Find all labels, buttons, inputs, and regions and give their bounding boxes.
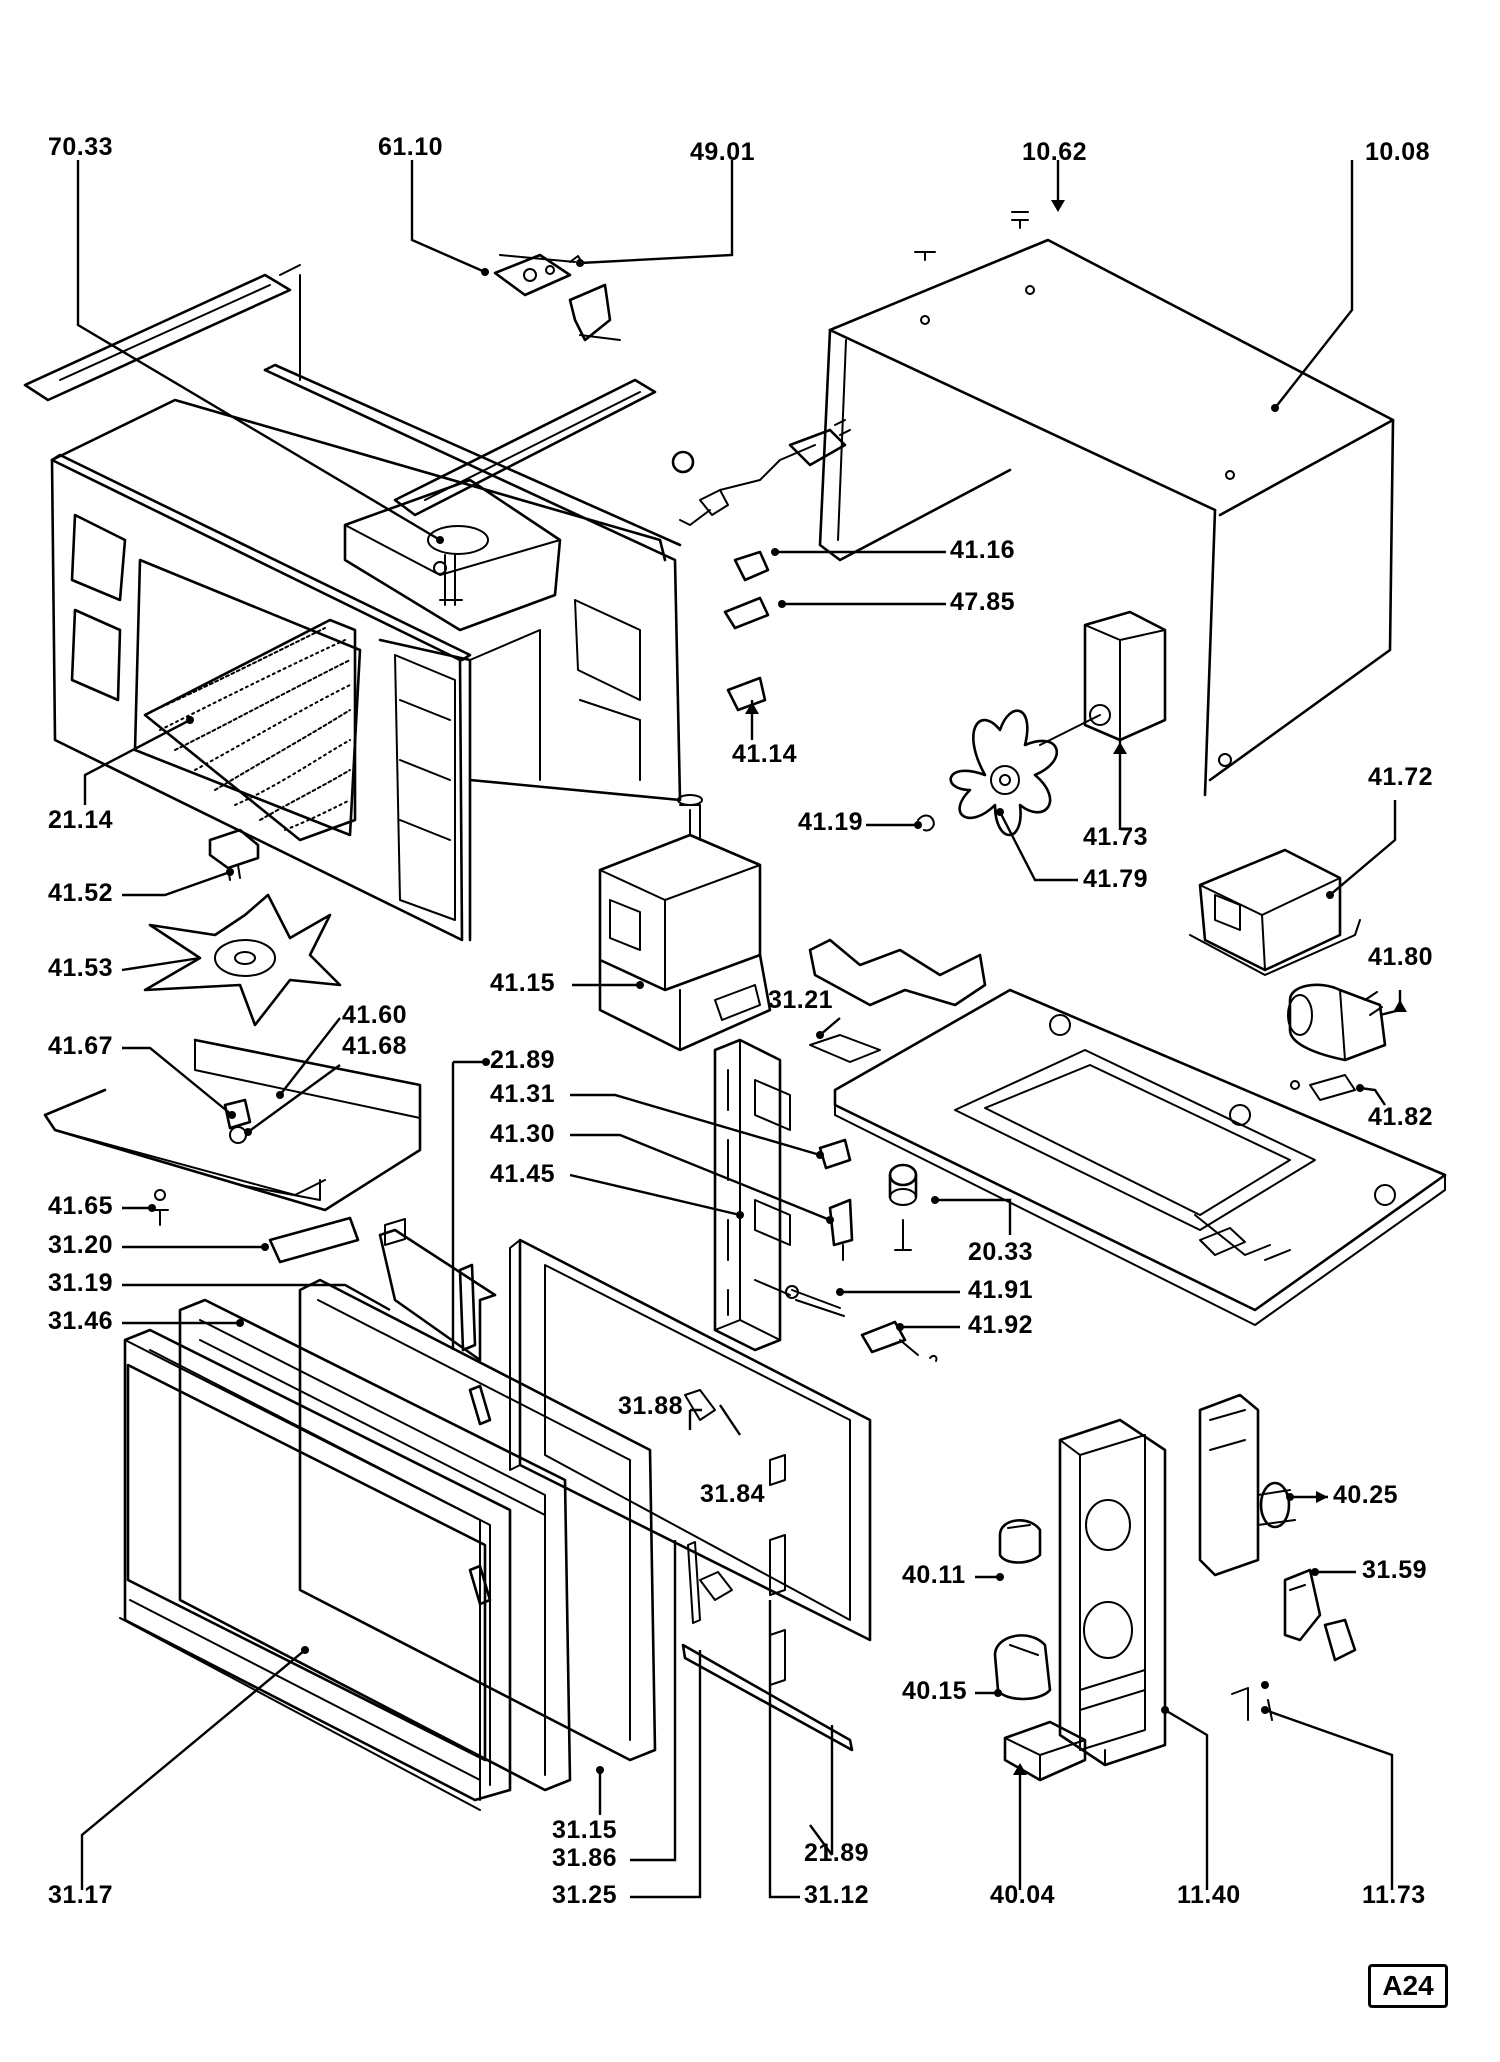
- part-label-31-59: 31.59: [1362, 1556, 1428, 1584]
- door-assembly: [119, 1216, 872, 1811]
- part-label-31-15: 31.15: [552, 1816, 618, 1844]
- part-label-47-85: 47.85: [950, 588, 1016, 616]
- part-label-41-53: 41.53: [48, 954, 114, 982]
- part-label-31-25: 31.25: [552, 1881, 618, 1909]
- part-label-41-82: 41.82: [1368, 1103, 1434, 1131]
- part-label-41-72: 41.72: [1368, 763, 1434, 791]
- part-label-31-19: 31.19: [48, 1269, 114, 1297]
- part-label-31-88: 31.88: [618, 1392, 684, 1420]
- arrowheads: [745, 200, 1407, 1775]
- leader-dots: [148, 259, 1364, 1774]
- part-label-41-80: 41.80: [1368, 943, 1434, 971]
- part-label-41-73: 41.73: [1083, 823, 1149, 851]
- thermal-parts: [785, 1285, 938, 1362]
- part-label-31-17: 31.17: [48, 1881, 114, 1909]
- part-label-41-60: 41.60: [342, 1001, 408, 1029]
- part-label-41-30: 41.30: [490, 1120, 556, 1148]
- part-label-31-46: 31.46: [48, 1307, 114, 1335]
- part-label-21-89-top: 21.89: [490, 1046, 556, 1074]
- part-label-10-62: 10.62: [1022, 138, 1088, 166]
- part-label-41-15: 41.15: [490, 969, 556, 997]
- part-label-21-14: 21.14: [48, 806, 114, 834]
- magnetron: [598, 794, 772, 1052]
- part-label-61-10: 61.10: [378, 133, 444, 161]
- part-label-41-79: 41.79: [1083, 865, 1149, 893]
- part-label-41-92: 41.92: [968, 1311, 1034, 1339]
- page-id-badge: A24: [1368, 1964, 1448, 2008]
- part-label-10-08: 10.08: [1365, 138, 1431, 166]
- top-small-parts: [493, 253, 621, 342]
- part-label-11-40: 11.40: [1177, 1881, 1241, 1909]
- part-label-41-19: 41.19: [798, 808, 864, 836]
- part-label-31-12: 31.12: [804, 1881, 870, 1909]
- part-label-41-68: 41.68: [342, 1032, 408, 1060]
- part-label-40-15: 40.15: [902, 1677, 968, 1705]
- hv-capacitor: [1287, 983, 1387, 1101]
- part-label-41-67: 41.67: [48, 1032, 114, 1060]
- part-label-40-11: 40.11: [902, 1561, 966, 1589]
- part-label-31-86: 31.86: [552, 1844, 618, 1872]
- knobs: [993, 1519, 1087, 1782]
- part-label-31-84: 31.84: [700, 1480, 766, 1508]
- oven-frame: [23, 264, 682, 942]
- part-label-41-65: 41.65: [48, 1192, 114, 1220]
- part-label-41-14: 41.14: [732, 740, 798, 768]
- bottom-shield: [43, 1038, 422, 1226]
- part-label-20-33: 20.33: [968, 1238, 1034, 1266]
- cooling-fan: [917, 709, 1059, 837]
- hv-transformer: [1189, 848, 1361, 976]
- part-label-41-52: 41.52: [48, 879, 114, 907]
- part-label-41-31: 41.31: [490, 1080, 556, 1108]
- part-label-21-89-bottom: 21.89: [804, 1839, 870, 1867]
- control-panel: [1058, 1418, 1167, 1767]
- part-label-41-91: 41.91: [968, 1276, 1034, 1304]
- door-switch-bracket: [713, 1038, 918, 1352]
- part-label-31-20: 31.20: [48, 1231, 114, 1259]
- part-label-41-45: 41.45: [490, 1160, 556, 1188]
- part-label-40-04: 40.04: [990, 1881, 1056, 1909]
- part-label-11-73: 11.73: [1362, 1881, 1426, 1909]
- part-label-70-33: 70.33: [48, 133, 114, 161]
- timer-module: [1198, 1393, 1357, 1662]
- bracket-1173: [1231, 1681, 1273, 1721]
- power-cord: [671, 419, 851, 712]
- fan-motor: [1039, 610, 1167, 746]
- part-label-49-01: 49.01: [690, 138, 756, 166]
- part-label-31-21: 31.21: [768, 986, 834, 1014]
- leader-lines: [76, 160, 1402, 1899]
- stirrer-assembly: [143, 828, 342, 1027]
- part-label-41-16: 41.16: [950, 536, 1016, 564]
- part-label-40-25: 40.25: [1333, 1481, 1399, 1509]
- base-plate: [808, 938, 1447, 1326]
